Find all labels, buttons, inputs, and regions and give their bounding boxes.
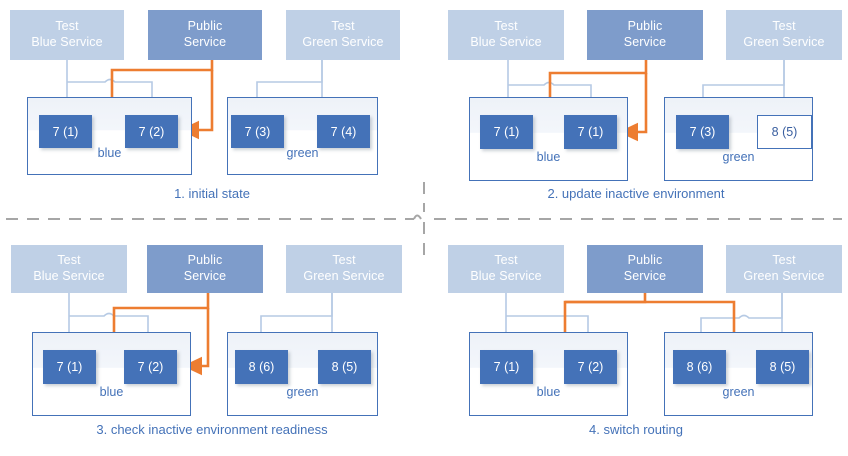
- panel-caption: 2. update inactive environment: [547, 186, 725, 201]
- service-public-line1: Public: [627, 253, 663, 268]
- instance-label: 7 (2): [577, 360, 604, 374]
- service-public-line2: Service: [623, 269, 667, 283]
- arrow-public-to-instance-2: [618, 73, 648, 142]
- instance-label: 7 (4): [330, 124, 357, 139]
- environment-blue-label: blue: [97, 146, 122, 160]
- service-public[interactable]: Public Service: [587, 10, 703, 60]
- service-test-blue-line1: Test: [494, 253, 518, 268]
- service-test-green[interactable]: Test Green Service: [286, 245, 402, 293]
- instance-label: 8 (5): [769, 360, 796, 374]
- arrow-test-green-to-instance-3: [694, 266, 783, 346]
- service-test-blue-line2: Blue Service: [33, 269, 105, 283]
- instance-box[interactable]: 7 (4): [317, 115, 370, 148]
- instance-box[interactable]: 7 (1): [480, 115, 533, 149]
- service-test-green[interactable]: Test Green Service: [726, 245, 842, 293]
- instance-box[interactable]: 7 (1): [43, 350, 96, 384]
- arrow-public-to-instance-2: [182, 308, 210, 376]
- instance-box[interactable]: 7 (1): [39, 115, 92, 148]
- panel-caption: 3. check inactive environment readiness: [96, 422, 328, 437]
- service-test-blue-line2: Blue Service: [470, 35, 542, 49]
- arrow-test-blue-to-instance-2: [67, 78, 158, 113]
- service-test-green-line1: Test: [331, 19, 355, 34]
- environment-green-label: green: [286, 385, 319, 399]
- service-public-line2: Service: [623, 35, 667, 49]
- service-public[interactable]: Public Service: [148, 10, 262, 60]
- service-test-blue-line1: Test: [55, 19, 79, 34]
- service-test-green-line1: Test: [772, 253, 796, 268]
- service-test-green[interactable]: Test Green Service: [286, 10, 400, 60]
- instance-label: 7 (1): [52, 124, 79, 139]
- service-test-green-line2: Green Service: [743, 269, 825, 283]
- instance-box[interactable]: 8 (6): [673, 350, 726, 384]
- panel-initial-state: Test Blue Service Public Service Test Gr…: [0, 0, 424, 228]
- service-test-blue-line2: Blue Service: [31, 35, 103, 49]
- panel-switch-routing: Test Blue Service Public Service Test Gr…: [424, 228, 848, 456]
- service-test-blue[interactable]: Test Blue Service: [11, 245, 127, 293]
- instance-box[interactable]: 7 (1): [564, 115, 617, 149]
- service-public-line1: Public: [187, 253, 223, 268]
- environment-green-label: green: [722, 150, 755, 164]
- panel-caption: 4. switch routing: [589, 422, 683, 437]
- environment-green-label: green: [286, 146, 319, 160]
- service-test-blue-line2: Blue Service: [470, 269, 542, 283]
- service-public[interactable]: Public Service: [147, 245, 263, 293]
- instance-box-new[interactable]: 8 (5): [757, 115, 812, 149]
- instance-box[interactable]: 7 (1): [480, 350, 533, 384]
- service-test-blue[interactable]: Test Blue Service: [448, 10, 564, 60]
- service-test-green[interactable]: Test Green Service: [726, 10, 842, 60]
- instance-label: 7 (3): [244, 124, 271, 139]
- instance-box[interactable]: 7 (3): [676, 115, 729, 149]
- service-test-green-line2: Green Service: [743, 35, 825, 49]
- instance-label: 8 (6): [248, 360, 275, 374]
- panel-check-inactive-environment-readiness: Test Blue Service Public Service Test Gr…: [0, 228, 424, 456]
- service-public-line1: Public: [187, 19, 223, 34]
- instance-label: 7 (3): [689, 125, 716, 139]
- service-test-green-line1: Test: [332, 253, 356, 268]
- instance-box[interactable]: 8 (6): [235, 350, 288, 384]
- instance-label: 7 (1): [577, 125, 604, 139]
- service-public[interactable]: Public Service: [587, 245, 703, 293]
- instance-label: 7 (1): [493, 125, 520, 139]
- environment-blue-label: blue: [536, 150, 561, 164]
- instance-box[interactable]: 7 (2): [564, 350, 617, 384]
- environment-blue-label: blue: [99, 385, 124, 399]
- instance-box[interactable]: 7 (3): [231, 115, 284, 148]
- instance-label: 8 (6): [686, 360, 713, 374]
- panel-update-inactive-environment: Test Blue Service Public Service Test Gr…: [424, 0, 848, 228]
- service-public-line2: Service: [183, 269, 227, 283]
- instance-box[interactable]: 7 (2): [125, 115, 178, 148]
- instance-box[interactable]: 7 (2): [124, 350, 177, 384]
- instance-label: 8 (5): [771, 125, 798, 139]
- environment-green-label: green: [722, 385, 755, 399]
- service-test-blue-line1: Test: [494, 19, 518, 34]
- service-test-blue-line1: Test: [57, 253, 81, 268]
- instance-box[interactable]: 8 (5): [756, 350, 809, 384]
- service-test-green-line1: Test: [772, 19, 796, 34]
- service-public-line2: Service: [183, 35, 227, 49]
- service-public-line1: Public: [627, 19, 663, 34]
- service-test-blue[interactable]: Test Blue Service: [448, 245, 564, 293]
- instance-box[interactable]: 8 (5): [318, 350, 371, 384]
- instance-label: 7 (2): [138, 124, 165, 139]
- instance-label: 7 (1): [56, 360, 83, 374]
- environment-blue-label: blue: [536, 385, 561, 399]
- instance-label: 7 (2): [137, 360, 164, 374]
- instance-label: 7 (1): [493, 360, 520, 374]
- service-test-green-line2: Green Service: [302, 35, 384, 49]
- service-test-green-line2: Green Service: [303, 269, 385, 283]
- panel-caption: 1. initial state: [174, 186, 250, 201]
- instance-label: 8 (5): [331, 360, 358, 374]
- service-test-blue[interactable]: Test Blue Service: [10, 10, 124, 60]
